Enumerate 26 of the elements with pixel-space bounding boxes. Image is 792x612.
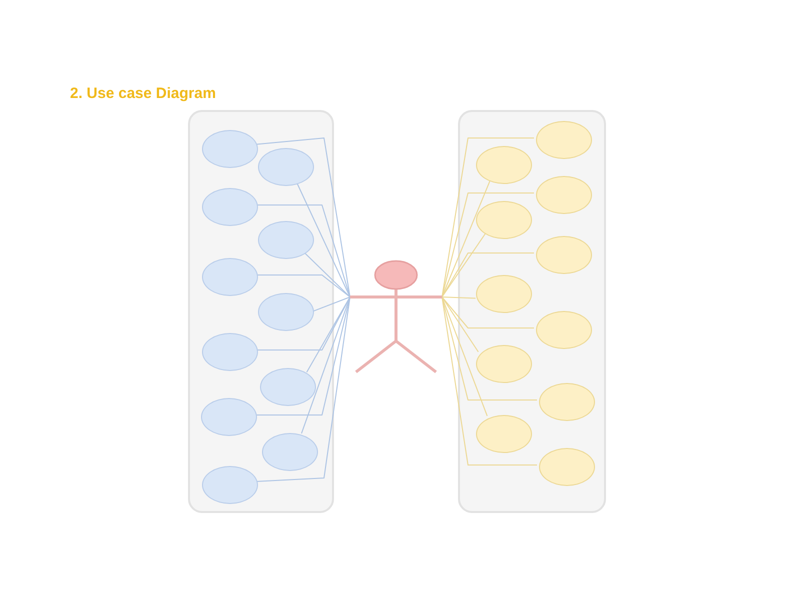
association-line [306, 296, 350, 373]
association-line [442, 296, 479, 352]
use-case-ellipse [476, 201, 532, 239]
association-line [442, 192, 534, 298]
use-case-ellipse [536, 121, 592, 159]
system-boundary-panel [188, 110, 334, 513]
system-boundary-panel [458, 110, 606, 513]
association-line [311, 296, 350, 312]
use-case-ellipse [258, 221, 314, 259]
use-case-ellipse [258, 148, 314, 186]
use-case-ellipse [260, 368, 316, 406]
association-line [442, 296, 534, 328]
use-case-ellipse [476, 345, 532, 383]
association-line [442, 232, 486, 298]
association-line [255, 296, 350, 482]
use-case-ellipse [202, 130, 258, 168]
association-line [296, 182, 350, 298]
association-line [442, 252, 534, 298]
association-line [302, 251, 350, 298]
actor-stick-figure [350, 259, 442, 375]
association-line [255, 138, 350, 298]
association-line [256, 274, 350, 298]
association-line [442, 296, 488, 416]
association-line [442, 296, 538, 466]
slide-title: 2. Use case Diagram [70, 84, 216, 104]
association-line [442, 296, 476, 299]
